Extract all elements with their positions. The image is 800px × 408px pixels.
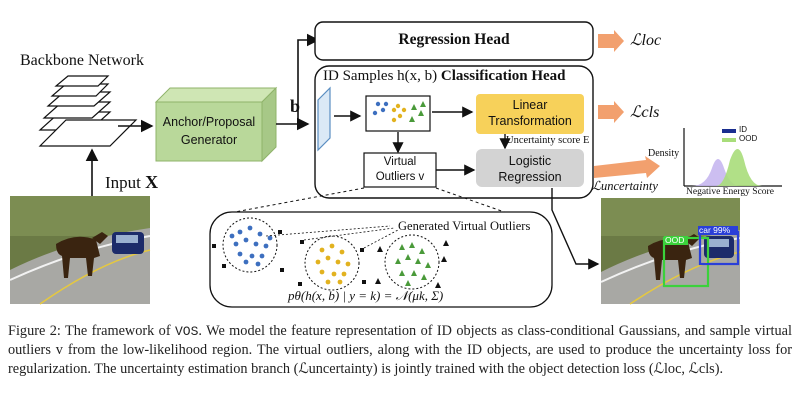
caption-prefix: Figure 2: The framework of <box>8 323 175 339</box>
classification-head-label: Classification Head <box>440 68 566 84</box>
loss-uncertainty-label: ℒuncertainty <box>592 179 658 193</box>
logistic-regression-box <box>476 149 584 187</box>
loss-loc-label: ℒloc <box>630 32 662 49</box>
regression-head-label: Regression Head <box>398 31 510 48</box>
framework-diagram <box>9 21 782 308</box>
energy-density-plot <box>683 128 782 187</box>
input-label-text: Input <box>105 173 141 192</box>
linear-line1: Linear <box>512 98 548 112</box>
gaussian-clusters <box>212 217 449 291</box>
anchor-proposal-generator-box <box>154 86 278 163</box>
backbone-layers-icon <box>38 75 138 147</box>
feature-to-regression-arrow <box>297 33 320 124</box>
virtual-outlier-panel <box>209 211 553 308</box>
detection-car-label: car 99% <box>699 225 731 235</box>
logistic-line1: Logistic <box>508 154 552 168</box>
classification-header: ID Samples h(x, b) Classification Head <box>323 68 566 85</box>
generator-line2: Generator <box>180 133 238 147</box>
linear-line2: Transformation <box>488 114 572 128</box>
id-samples-box <box>365 95 431 132</box>
energy-axis-label: Negative Energy Score <box>686 187 774 197</box>
legend-ood: OOD <box>739 134 758 143</box>
linear-transformation-box <box>476 94 584 134</box>
gaussian-formula: pθ(h(x, b) | y = k) = 𝒩(μk, Σ) <box>288 288 444 303</box>
virtual-line1: Virtual <box>383 156 417 168</box>
zoom-line-right <box>435 187 511 215</box>
loss-cls-label: ℒcls <box>630 104 660 121</box>
generator-label: Anchor/Proposal Generator <box>156 113 262 149</box>
caption-text: . We model the feature representation of… <box>8 323 792 377</box>
generated-outliers-label: Generated Virtual Outliers <box>398 219 531 233</box>
loss-arrows <box>594 30 660 178</box>
logistic-line2: Regression <box>498 170 562 184</box>
output-image <box>600 198 741 305</box>
feature-map-icon <box>317 86 331 152</box>
head-to-output-arrow <box>551 188 600 270</box>
virtual-line2: Outliers v <box>375 171 425 183</box>
input-label: Input X <box>105 172 158 193</box>
caption-vos: VOS <box>174 324 199 339</box>
uncertainty-score-label: Uncertainty score E <box>506 135 590 146</box>
density-axis-label: Density <box>648 148 680 159</box>
legend-id: ID <box>739 125 747 134</box>
feature-symbol: b <box>290 96 301 116</box>
virtual-outliers-label: Virtual Outliers v <box>364 155 436 185</box>
id-samples-label: ID Samples h(x, b) <box>323 68 438 84</box>
detection-ood-label: OOD <box>665 235 685 245</box>
logistic-regression-label: Logistic Regression <box>476 153 584 185</box>
input-image <box>9 196 151 305</box>
regression-head-box <box>314 21 594 61</box>
backbone-label: Backbone Network <box>20 52 144 69</box>
linear-transformation-label: Linear Transformation <box>476 97 584 129</box>
generator-line1: Anchor/Proposal <box>162 115 256 129</box>
figure-caption: Figure 2: The framework of VOS. We model… <box>8 322 792 379</box>
input-symbol: X <box>145 172 159 192</box>
